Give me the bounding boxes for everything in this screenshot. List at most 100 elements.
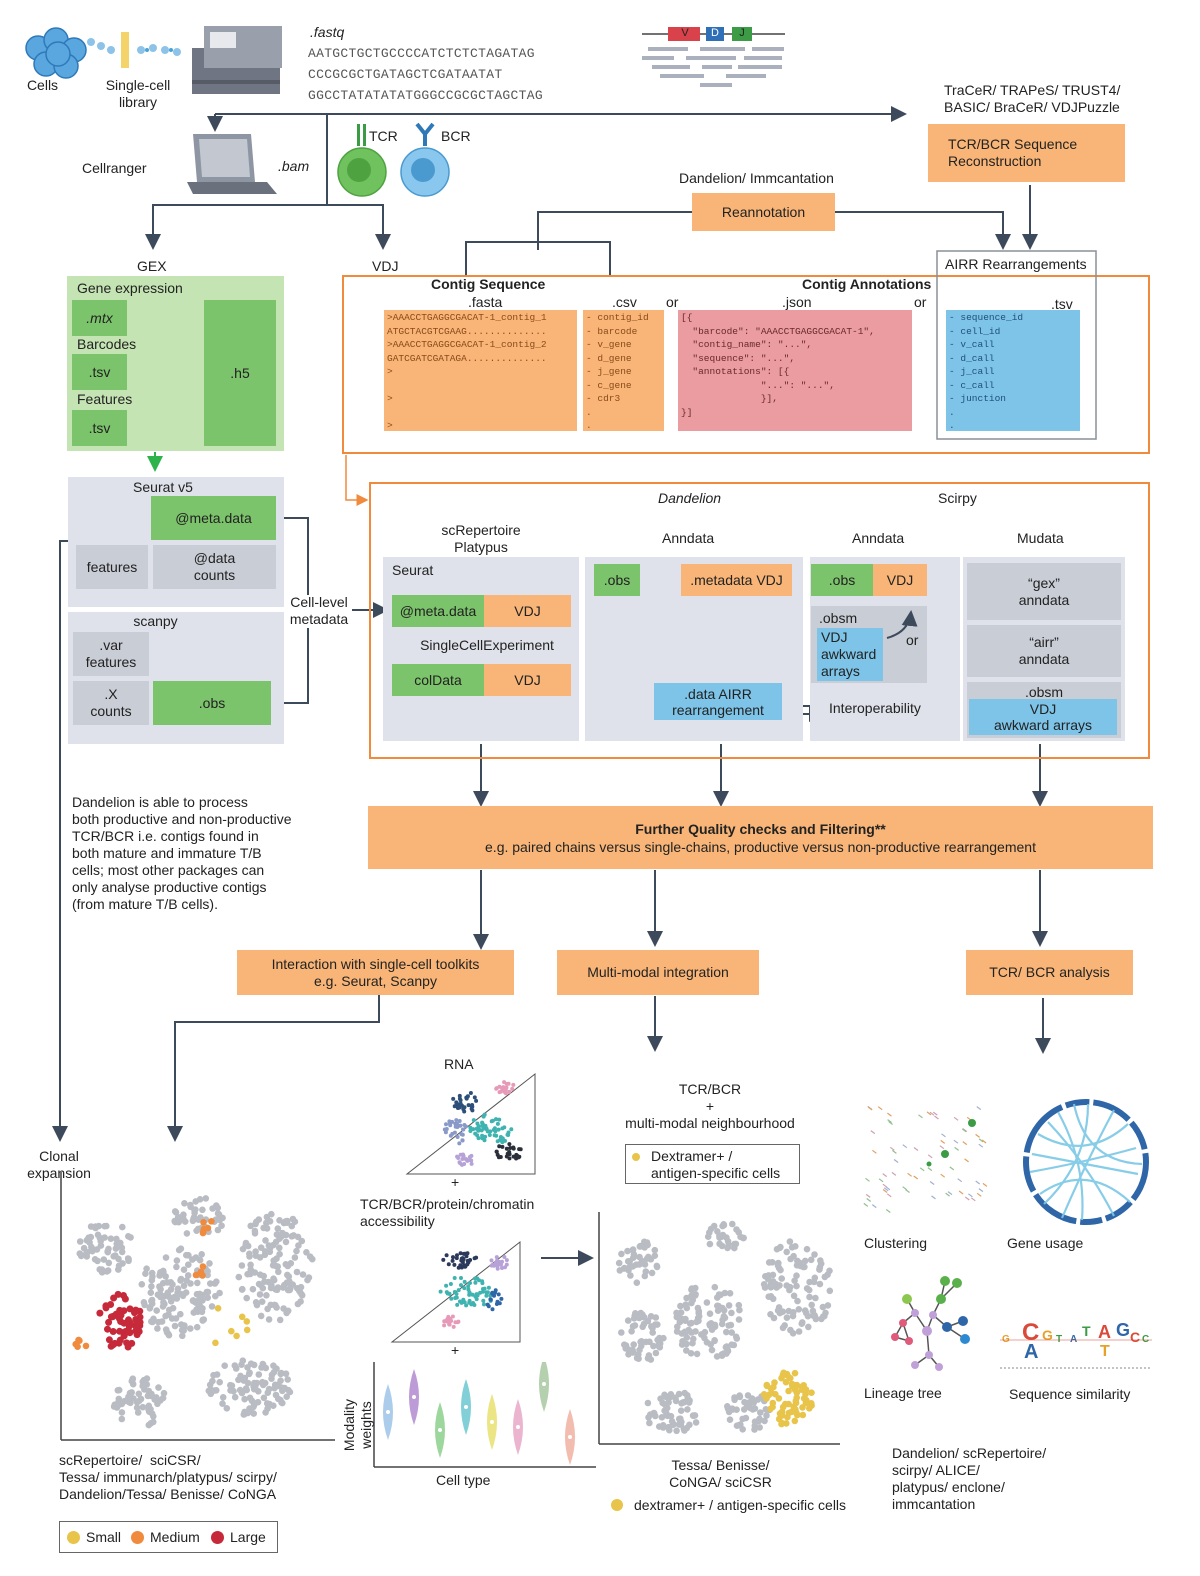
mm-cell-dot xyxy=(762,1406,770,1413)
mm-cell-dot xyxy=(641,1272,649,1280)
mm-cell-dot xyxy=(645,1253,652,1261)
mm-cell-dot xyxy=(677,1407,685,1414)
mm-cell-dot xyxy=(822,1309,829,1317)
clonal-cell-dot xyxy=(223,1405,231,1412)
clonal-cell-dot xyxy=(165,1331,173,1339)
mm-cell-dot xyxy=(690,1335,697,1343)
clonal-cell-dot xyxy=(94,1257,101,1265)
clonal-cell-dot xyxy=(112,1245,120,1252)
clonal-cell-dot xyxy=(125,1233,132,1240)
rna-dot xyxy=(469,1161,474,1166)
rna-dot xyxy=(458,1098,463,1103)
seq-line-3: GGCCTATATATATGGGCCGCGCTAGCTAG xyxy=(308,88,543,103)
mm-cell-dot xyxy=(703,1299,711,1306)
mm-cell-dot xyxy=(804,1312,812,1320)
mm-cell-dot xyxy=(624,1317,632,1324)
clonal-cell-dot xyxy=(293,1268,301,1276)
clonal-cell-dot xyxy=(142,1270,149,1277)
clonal-cell-dot xyxy=(252,1248,259,1255)
network-edge xyxy=(976,1106,982,1111)
clonal-cell-dot xyxy=(231,1393,239,1401)
network-edge xyxy=(941,1133,946,1138)
dextramer-dot xyxy=(632,1153,640,1161)
clonal-cell-dot xyxy=(104,1267,112,1274)
clonal-medium-dot xyxy=(82,1342,90,1350)
network-edge xyxy=(954,1146,959,1151)
mm-cell-dot xyxy=(718,1320,726,1328)
clonal-cell-dot xyxy=(244,1242,252,1250)
protein-dot xyxy=(444,1283,449,1288)
clonal-large-dot xyxy=(117,1311,125,1319)
clonal-cell-dot xyxy=(258,1298,266,1305)
mm-cell-dot xyxy=(714,1302,721,1310)
vdj-awkward-slot: VDJ awkward arrays xyxy=(817,628,883,681)
clonal-cell-dot xyxy=(119,1260,126,1267)
rna-dot xyxy=(517,1147,522,1152)
clonal-cell-dot xyxy=(214,1210,222,1217)
clonal-cell-dot xyxy=(187,1325,194,1332)
clonal-large-dot xyxy=(126,1321,134,1329)
mm-cell-dot xyxy=(809,1307,817,1315)
mm-dextramer-dot xyxy=(785,1387,792,1395)
clonal-cell-dot xyxy=(140,1299,148,1306)
clonal-medium-dot xyxy=(200,1219,207,1226)
mm-cell-dot xyxy=(816,1263,824,1271)
clonal-cell-dot xyxy=(173,1263,180,1271)
clonal-cell-dot xyxy=(164,1279,171,1286)
mm-cell-dot xyxy=(692,1328,699,1335)
csv-label: .csv xyxy=(612,294,637,310)
clonal-cell-dot xyxy=(283,1279,291,1286)
network-edge xyxy=(978,1138,984,1143)
mm-cell-dot xyxy=(726,1416,734,1423)
rna-dot xyxy=(468,1091,473,1095)
json-file: [{ "barcode": "AAACCTGAGGCGACAT-1", "con… xyxy=(678,310,912,431)
clonal-cell-dot xyxy=(129,1375,137,1382)
clonal-cell-dot xyxy=(150,1413,157,1420)
network-edge xyxy=(893,1159,899,1163)
mm-cell-dot xyxy=(661,1401,669,1408)
mm-cell-dot xyxy=(711,1323,719,1330)
mm-cell-dot xyxy=(723,1328,730,1336)
mm-cell-dot xyxy=(713,1353,721,1360)
clonal-cell-dot xyxy=(263,1225,271,1232)
network-edge xyxy=(870,1130,876,1135)
rna-dot xyxy=(452,1130,457,1135)
multimodal-umap-plot xyxy=(598,1212,840,1445)
protein-dot xyxy=(459,1258,464,1263)
clonal-cell-dot xyxy=(153,1394,160,1401)
clonal-cell-dot xyxy=(216,1289,223,1297)
seurat-panel xyxy=(383,557,579,741)
rna-dot xyxy=(460,1162,464,1167)
clonal-cell-dot xyxy=(231,1362,239,1369)
mm-cell-dot xyxy=(629,1323,637,1330)
protein-dot xyxy=(456,1288,461,1293)
network-edge xyxy=(913,1147,919,1151)
clonal-cell-dot xyxy=(168,1315,176,1322)
seurat-v5-label: Seurat v5 xyxy=(133,479,193,495)
clonal-cell-dot xyxy=(143,1265,150,1272)
clonal-cell-dot xyxy=(270,1275,277,1282)
network-edge xyxy=(866,1198,872,1202)
clonal-cell-dot xyxy=(207,1386,214,1393)
mm-cell-dot xyxy=(799,1319,806,1326)
clonal-cell-dot xyxy=(305,1274,313,1281)
protein-dot xyxy=(493,1288,498,1293)
clonal-cell-dot xyxy=(268,1210,275,1218)
clonal-cell-dot xyxy=(283,1393,290,1400)
mm-dextramer-dot xyxy=(799,1411,807,1419)
dandelion-note: Dandelion is able to process both produc… xyxy=(72,794,292,912)
clonal-cell-dot xyxy=(148,1283,155,1290)
clonal-cell-dot xyxy=(182,1289,190,1296)
clonal-cell-dot xyxy=(214,1226,222,1234)
rna-dot xyxy=(480,1122,485,1127)
network-edge xyxy=(902,1186,908,1191)
clonal-cell-dot xyxy=(194,1279,201,1287)
clonal-cell-dot xyxy=(284,1271,291,1279)
clonal-cell-dot xyxy=(303,1249,310,1256)
clonal-cell-dot xyxy=(110,1253,117,1260)
mm-cell-dot xyxy=(692,1419,700,1426)
clonal-cell-dot xyxy=(195,1216,202,1223)
mm-cell-dot xyxy=(755,1417,763,1425)
rna-dot xyxy=(496,1127,501,1132)
rna-dot xyxy=(504,1085,509,1090)
